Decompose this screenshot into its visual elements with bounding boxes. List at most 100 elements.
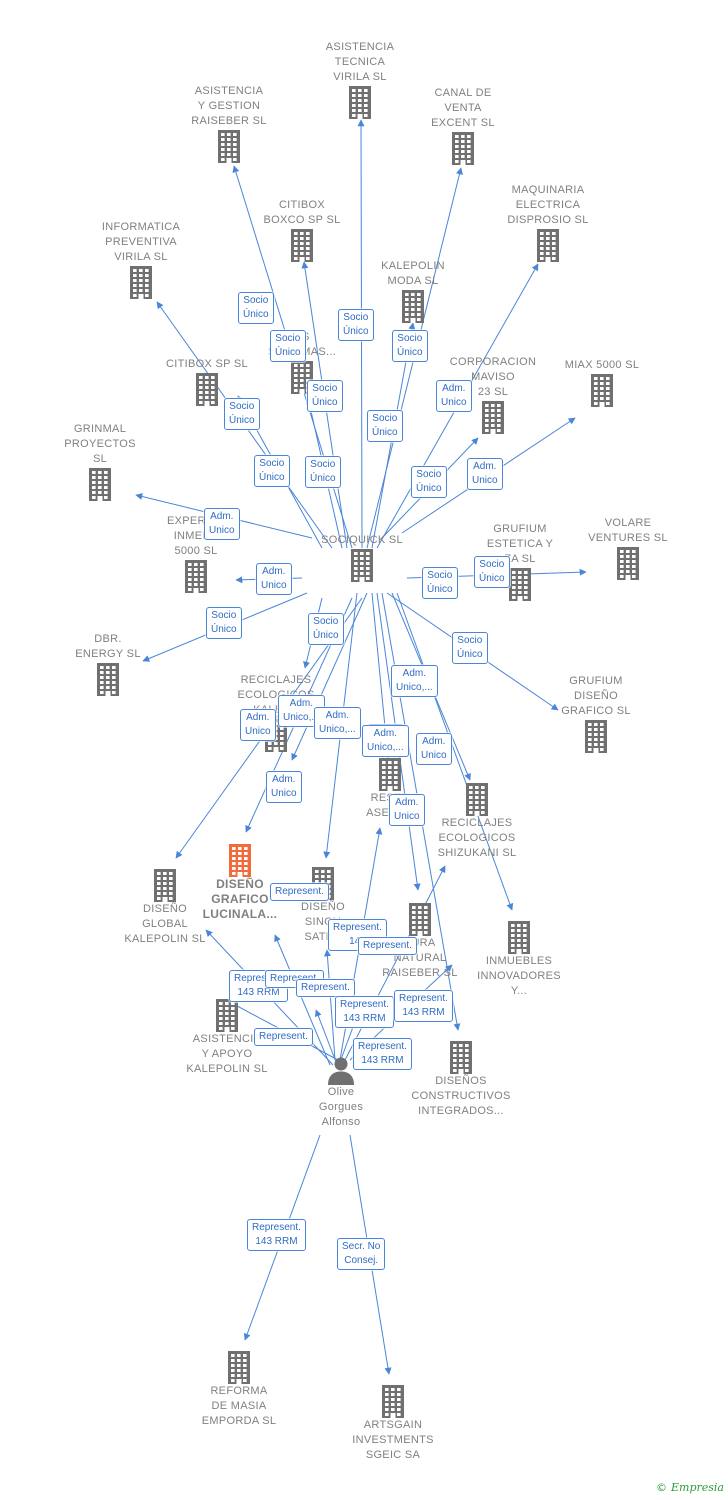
node-natural[interactable]: TURA NATURAL RAISEBER SL [360, 902, 480, 981]
node-maquinaria[interactable]: MAQUINARIA ELECTRICA DISPROSIO SL [488, 183, 608, 262]
node-label: GRINMAL PROYECTOS SL [64, 423, 136, 465]
relation-badge[interactable]: Adm. Unico [436, 380, 472, 412]
relation-badge[interactable]: Socio Único [305, 456, 341, 488]
relation-badge[interactable]: Represent. 143 RRM [335, 996, 394, 1028]
relation-badge[interactable]: Represent. 143 [328, 919, 387, 951]
relation-badge[interactable]: Represent. [296, 979, 355, 997]
node-label: CITIBOX SP SL [166, 358, 248, 370]
node-reforma[interactable]: REFORMA DE MASIA EMPORDA SL [179, 1350, 299, 1429]
relation-badge[interactable]: Adm. Unico [416, 733, 452, 765]
relation-badge[interactable]: Socio Único [411, 466, 447, 498]
relation-badge[interactable]: Socio Único [422, 567, 458, 599]
edge-33 [314, 1009, 337, 1063]
building-icon [105, 868, 225, 902]
node-canal-venta[interactable]: CANAL DE VENTA EXCENT SL [403, 86, 523, 165]
building-icon [180, 843, 300, 877]
footer: ©Empresia [656, 1481, 724, 1494]
edge-27 [274, 934, 331, 1066]
node-label: ASISTENCIA Y APOYO KALEPOLIN SL [186, 1033, 268, 1075]
node-reciclajes-shiz[interactable]: RECICLAJES ECOLOGICOS SHIZUKANI SL [417, 782, 537, 861]
relation-badge[interactable]: Represent. [254, 1028, 313, 1046]
building-icon [460, 567, 580, 601]
relation-badge[interactable]: Socio Único [307, 380, 343, 412]
relation-badge[interactable]: Adm. Unico,... [314, 707, 361, 739]
node-miax[interactable]: MIAX 5000 SL [542, 358, 662, 407]
relation-badge[interactable]: Represent. 143 RRM [247, 1219, 306, 1251]
node-label: SOCIQUICK SL [321, 534, 403, 546]
node-informatica[interactable]: INFORMATICA PREVENTIVA VIRILA SL [81, 220, 201, 299]
relation-badge[interactable]: Socio Único [308, 613, 344, 645]
node-label: MIAX 5000 SL [564, 359, 640, 371]
relation-badge[interactable]: Adm. Unico [256, 563, 292, 595]
building-icon [169, 129, 289, 163]
node-label: DISEÑO GLOBAL KALEPOLIN SL [124, 903, 206, 945]
node-asistencia-tecnica[interactable]: ASISTENCIA TECNICA VIRILA SL [300, 40, 420, 119]
node-label: DISEÑOS CONSTRUCTIVOS INTEGRADOS... [411, 1075, 511, 1117]
relation-badge[interactable]: Socio Único [474, 556, 510, 588]
relation-badge[interactable]: Socio Único [338, 309, 374, 341]
building-icon [417, 782, 537, 816]
building-icon [433, 400, 553, 434]
relation-badge[interactable]: Adm. Unico [389, 794, 425, 826]
relation-badge[interactable]: Secr. No Consej. [337, 1238, 386, 1270]
relation-badge[interactable]: Adm. Unico [266, 771, 302, 803]
node-asistencia-gestion[interactable]: ASISTENCIA Y GESTION RAISEBER SL [169, 84, 289, 163]
node-inmuebles[interactable]: INMUEBLES INNOVADORES Y... [459, 920, 579, 999]
node-citibox-boxco[interactable]: CITIBOX BOXCO SP SL [242, 198, 362, 262]
node-corporacion[interactable]: CORPORACION MAVISO 23 SL [433, 355, 553, 434]
node-citibox-sp[interactable]: CITIBOX SP SL [147, 357, 267, 406]
building-icon [403, 131, 523, 165]
node-asistencia-apoyo[interactable]: ASISTENCIA Y APOYO KALEPOLIN SL [167, 998, 287, 1077]
relation-badge[interactable]: Socio Único [224, 398, 260, 430]
node-label: KALEPOLIN MODA SL [381, 260, 445, 287]
relation-badge[interactable]: Represent. [358, 937, 417, 955]
relation-badge[interactable]: Socio Único [238, 292, 274, 324]
relation-badge[interactable]: Represent. [270, 883, 329, 901]
building-icon [167, 998, 287, 1032]
relation-badge[interactable]: Socio Único [270, 330, 306, 362]
node-label: DBR. ENERGY SL [75, 633, 141, 660]
brand-logo[interactable]: Empresia [671, 1481, 724, 1494]
relation-badge[interactable]: Adm. Unico,... [391, 665, 438, 697]
node-artsgain[interactable]: ARTSGAIN INVESTMENTS SGEIC SA [333, 1384, 453, 1463]
building-icon [300, 85, 420, 119]
relation-badge[interactable]: Adm. Unico,... [362, 725, 409, 757]
building-icon [333, 1384, 453, 1418]
building-icon [401, 1040, 521, 1074]
relation-badge[interactable]: Represent. 143 RRM [353, 1038, 412, 1070]
relation-badge[interactable]: Adm. Unico [467, 458, 503, 490]
building-icon [360, 902, 480, 936]
node-diseno-lucinala[interactable]: DISEÑO GRAFICO LUCINALA... [180, 843, 300, 922]
building-icon [536, 719, 656, 753]
relation-badge[interactable]: Adm. Unico [204, 508, 240, 540]
node-kalepolin-moda[interactable]: KALEPOLIN MODA SL [353, 259, 473, 323]
relation-badge[interactable]: Socio Único [254, 455, 290, 487]
node-label: REFORMA DE MASIA EMPORDA SL [201, 1385, 277, 1427]
node-label: CANAL DE VENTA EXCENT SL [431, 87, 495, 129]
building-icon [488, 228, 608, 262]
node-dbr[interactable]: DBR. ENERGY SL [48, 632, 168, 696]
node-diseno-global[interactable]: DISEÑO GLOBAL KALEPOLIN SL [105, 868, 225, 947]
building-icon [147, 372, 267, 406]
node-grinmal[interactable]: GRINMAL PROYECTOS SL [40, 422, 160, 501]
node-label: INFORMATICA PREVENTIVA VIRILA SL [101, 221, 181, 263]
node-grufium-estetica[interactable]: GRUFIUM ESTETICA Y ZA SL [460, 522, 580, 601]
node-olive[interactable]: Olive Gorgues Alfonso [281, 1055, 401, 1130]
relation-badge[interactable]: Represent. 143 RRM [394, 990, 453, 1022]
relation-badge[interactable]: Socio Único [367, 410, 403, 442]
building-icon [542, 373, 662, 407]
edge-23 [396, 592, 514, 911]
edge-25 [291, 592, 368, 761]
relation-badge[interactable]: Socio Único [452, 632, 488, 664]
node-grufium-diseno[interactable]: GRUFIUM DISEÑO GRAFICO SL [536, 674, 656, 753]
node-disenos-constructivos[interactable]: DISEÑOS CONSTRUCTIVOS INTEGRADOS... [401, 1040, 521, 1119]
node-label: TURA NATURAL RAISEBER SL [382, 937, 458, 979]
node-volare[interactable]: VOLARE VENTURES SL [568, 516, 688, 580]
relation-badge[interactable]: Adm. Unico [240, 709, 276, 741]
node-sociquick[interactable]: SOCIQUICK SL [302, 533, 422, 582]
relation-badge[interactable]: Socio Único [206, 607, 242, 639]
relation-badge[interactable]: Socio Único [392, 330, 428, 362]
person-icon [281, 1055, 401, 1085]
node-label: GRUFIUM DISEÑO GRAFICO SL [561, 675, 631, 717]
node-label: DISEÑO GRAFICO LUCINALA... [202, 877, 278, 921]
